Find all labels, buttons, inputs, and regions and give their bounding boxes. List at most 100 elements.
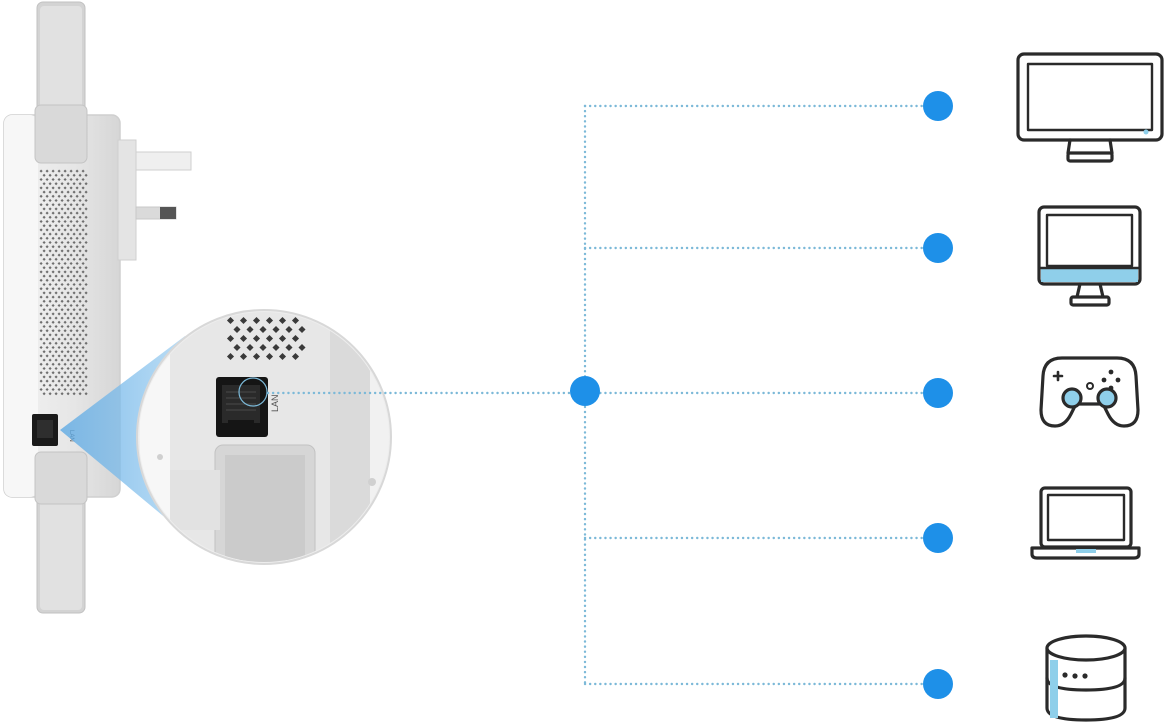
vent-hole xyxy=(45,278,49,282)
zoom-vent-hole xyxy=(291,352,300,361)
vent-hole xyxy=(84,341,88,345)
vent-hole xyxy=(66,341,70,345)
vent-hole xyxy=(42,383,46,387)
vent-hole xyxy=(39,362,43,366)
vent-hole xyxy=(42,341,46,345)
vent-hole xyxy=(57,320,61,324)
zoom-vent-hole xyxy=(259,325,267,334)
vent-hole xyxy=(84,383,88,387)
vent-hole xyxy=(54,299,58,303)
vent-hole xyxy=(63,362,67,366)
vent-hole xyxy=(66,257,70,261)
vent-hole xyxy=(81,362,85,366)
desktop-icon xyxy=(1037,205,1142,307)
zoom-vent-hole xyxy=(285,343,293,352)
vent-hole xyxy=(54,257,58,261)
vent-hole xyxy=(42,257,46,261)
vent-hole xyxy=(72,383,76,387)
vent-hole xyxy=(51,278,55,282)
zoom-vent-hole xyxy=(252,334,261,343)
power-plug xyxy=(117,139,192,261)
vent-hole xyxy=(63,278,67,282)
zoom-vent-grille xyxy=(226,316,306,361)
vent-hole xyxy=(81,278,85,282)
lan-port-zoom: LAN xyxy=(216,377,280,437)
zoom-vent-hole xyxy=(272,325,280,334)
vent-hole xyxy=(66,383,70,387)
zoom-vent-hole xyxy=(239,334,248,343)
vent-hole xyxy=(72,341,76,345)
vent-hole xyxy=(42,299,46,303)
vent-hole xyxy=(51,362,55,366)
zoom-vent-hole xyxy=(298,325,306,334)
vent-hole xyxy=(48,299,52,303)
vent-hole xyxy=(69,278,73,282)
zoom-vent-hole xyxy=(259,343,267,352)
zoom-vent-hole xyxy=(239,316,248,325)
monitor-icon xyxy=(1016,52,1164,163)
zoom-vent-hole xyxy=(265,352,274,361)
zoom-vent-hole xyxy=(272,343,280,352)
zoom-vent-hole xyxy=(233,325,241,334)
zoom-vent-hole xyxy=(246,343,254,352)
zoom-vent-hole xyxy=(239,352,248,361)
zoom-vent-hole xyxy=(226,334,235,343)
vent-hole xyxy=(66,299,70,303)
vent-hole xyxy=(78,341,82,345)
vent-hole xyxy=(54,341,58,345)
vent-hole xyxy=(60,341,64,345)
vent-hole xyxy=(39,320,43,324)
vent-hole xyxy=(81,320,85,324)
vent-hole xyxy=(69,320,73,324)
vent-hole xyxy=(60,383,64,387)
vent-hole xyxy=(57,362,61,366)
endpoint-node-smart-tv xyxy=(923,91,953,121)
zoom-vent-hole xyxy=(226,352,235,361)
vent-hole xyxy=(78,299,82,303)
endpoint-node-network-storage xyxy=(923,669,953,699)
endpoint-node-desktop xyxy=(923,233,953,263)
vent-hole xyxy=(78,383,82,387)
vent-hole xyxy=(69,362,73,366)
connection-lines xyxy=(266,104,926,686)
zoom-vent-hole xyxy=(265,316,274,325)
vent-hole xyxy=(78,257,82,261)
zoom-magnifier: LAN xyxy=(136,309,392,565)
gamepad-icon xyxy=(1039,356,1140,428)
vent-hole xyxy=(45,362,49,366)
vent-hole xyxy=(75,278,79,282)
vent-hole xyxy=(60,299,64,303)
vent-hole xyxy=(75,362,79,366)
zoom-vent-hole xyxy=(233,343,241,352)
vent-hole xyxy=(84,299,88,303)
range-extender-device: LAN xyxy=(3,1,192,614)
vent-hole xyxy=(84,257,88,261)
lan-port-label-zoom: LAN xyxy=(270,394,280,412)
vent-hole xyxy=(48,257,52,261)
zoom-vent-hole xyxy=(252,316,261,325)
zoom-vent-hole xyxy=(298,343,306,352)
vent-hole xyxy=(48,383,52,387)
zoom-vent-hole xyxy=(291,334,300,343)
hub-node xyxy=(570,376,600,406)
vent-hole xyxy=(48,341,52,345)
vent-hole xyxy=(51,320,55,324)
endpoint-node-laptop xyxy=(923,523,953,553)
zoom-vent-hole xyxy=(278,334,287,343)
vent-hole xyxy=(72,299,76,303)
zoom-vent-hole xyxy=(285,325,293,334)
laptop-icon xyxy=(1030,486,1141,560)
zoom-vent-hole xyxy=(278,352,287,361)
vent-hole xyxy=(39,278,43,282)
vent-hole xyxy=(63,320,67,324)
zoom-vent-hole xyxy=(246,325,254,334)
vent-hole xyxy=(54,383,58,387)
vent-hole xyxy=(57,278,61,282)
endpoint-nodes xyxy=(923,91,953,699)
database-icon xyxy=(1045,634,1127,722)
zoom-vent-hole xyxy=(265,334,274,343)
vent-hole xyxy=(60,257,64,261)
endpoint-node-game-console xyxy=(923,378,953,408)
vent-hole xyxy=(45,320,49,324)
